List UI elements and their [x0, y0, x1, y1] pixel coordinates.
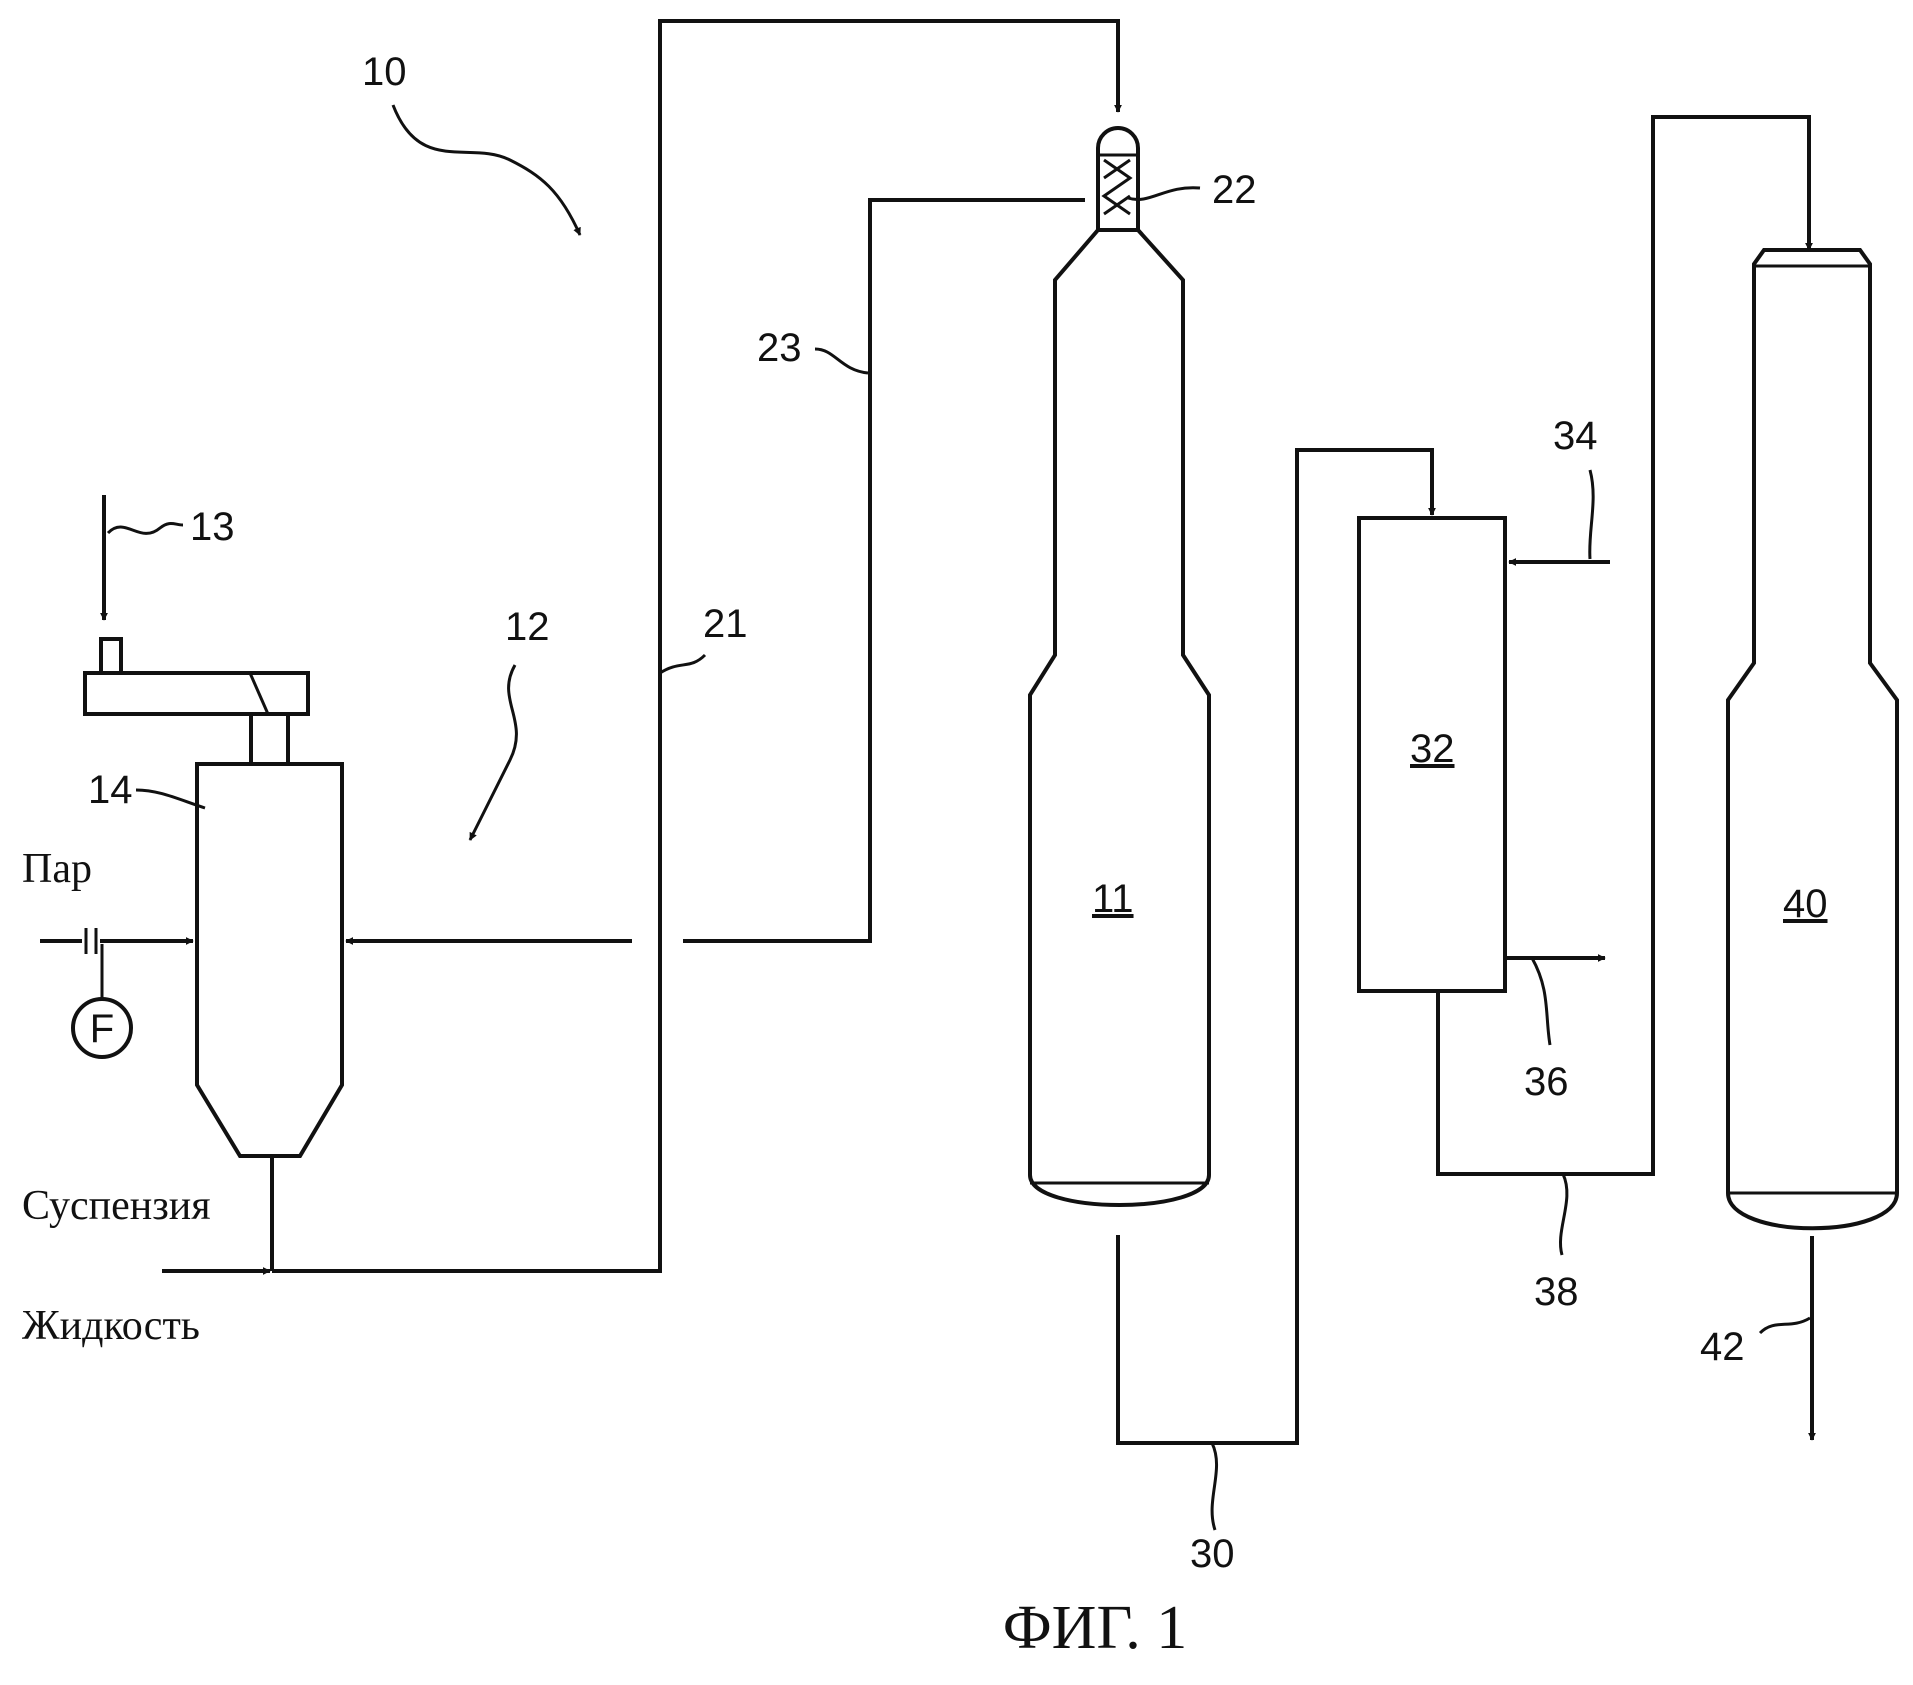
label-steam: Пар [22, 846, 92, 892]
leader-30 [1210, 1442, 1218, 1531]
label-12: 12 [505, 605, 550, 649]
flow-meter-icon [71, 997, 133, 1059]
leader-36 [1530, 957, 1552, 1046]
leader-21 [659, 653, 707, 675]
line-30 [1116, 448, 1436, 1445]
label-14: 14 [88, 768, 133, 812]
label-22: 22 [1212, 168, 1257, 212]
figure-caption: ФИГ. 1 [1003, 1594, 1188, 1662]
unit-32 [1357, 516, 1507, 993]
label-10: 10 [362, 50, 407, 94]
flow-meter-label: F [90, 1007, 114, 1051]
label-13: 13 [190, 505, 235, 549]
line-38 [1436, 115, 1813, 1176]
label-21: 21 [703, 602, 748, 646]
label-42: 42 [1700, 1325, 1745, 1369]
label-32: 32 [1410, 727, 1455, 771]
slurry-tank-14 [83, 637, 344, 1158]
leader-23 [814, 347, 869, 375]
label-11: 11 [1092, 877, 1134, 921]
label-30: 30 [1190, 1532, 1235, 1576]
label-36: 36 [1524, 1060, 1569, 1104]
pointer-10 [391, 104, 582, 236]
label-34: 34 [1553, 414, 1598, 458]
leader-14 [135, 788, 206, 810]
leader-34 [1588, 469, 1595, 560]
column-40 [1726, 248, 1899, 1231]
leader-22 [1127, 186, 1201, 201]
leader-13 [106, 522, 184, 535]
label-liquid: Жидкость [22, 1303, 200, 1349]
leader-42 [1758, 1316, 1811, 1335]
return-line-23 [683, 198, 1085, 943]
label-38: 38 [1534, 1270, 1579, 1314]
leader-38 [1559, 1173, 1569, 1256]
pointer-12 [468, 664, 518, 841]
label-slurry: Суспензия [22, 1183, 211, 1229]
column-11 [1028, 126, 1211, 1207]
line-21 [272, 19, 1122, 1273]
label-23: 23 [757, 326, 802, 370]
label-40: 40 [1783, 882, 1828, 926]
